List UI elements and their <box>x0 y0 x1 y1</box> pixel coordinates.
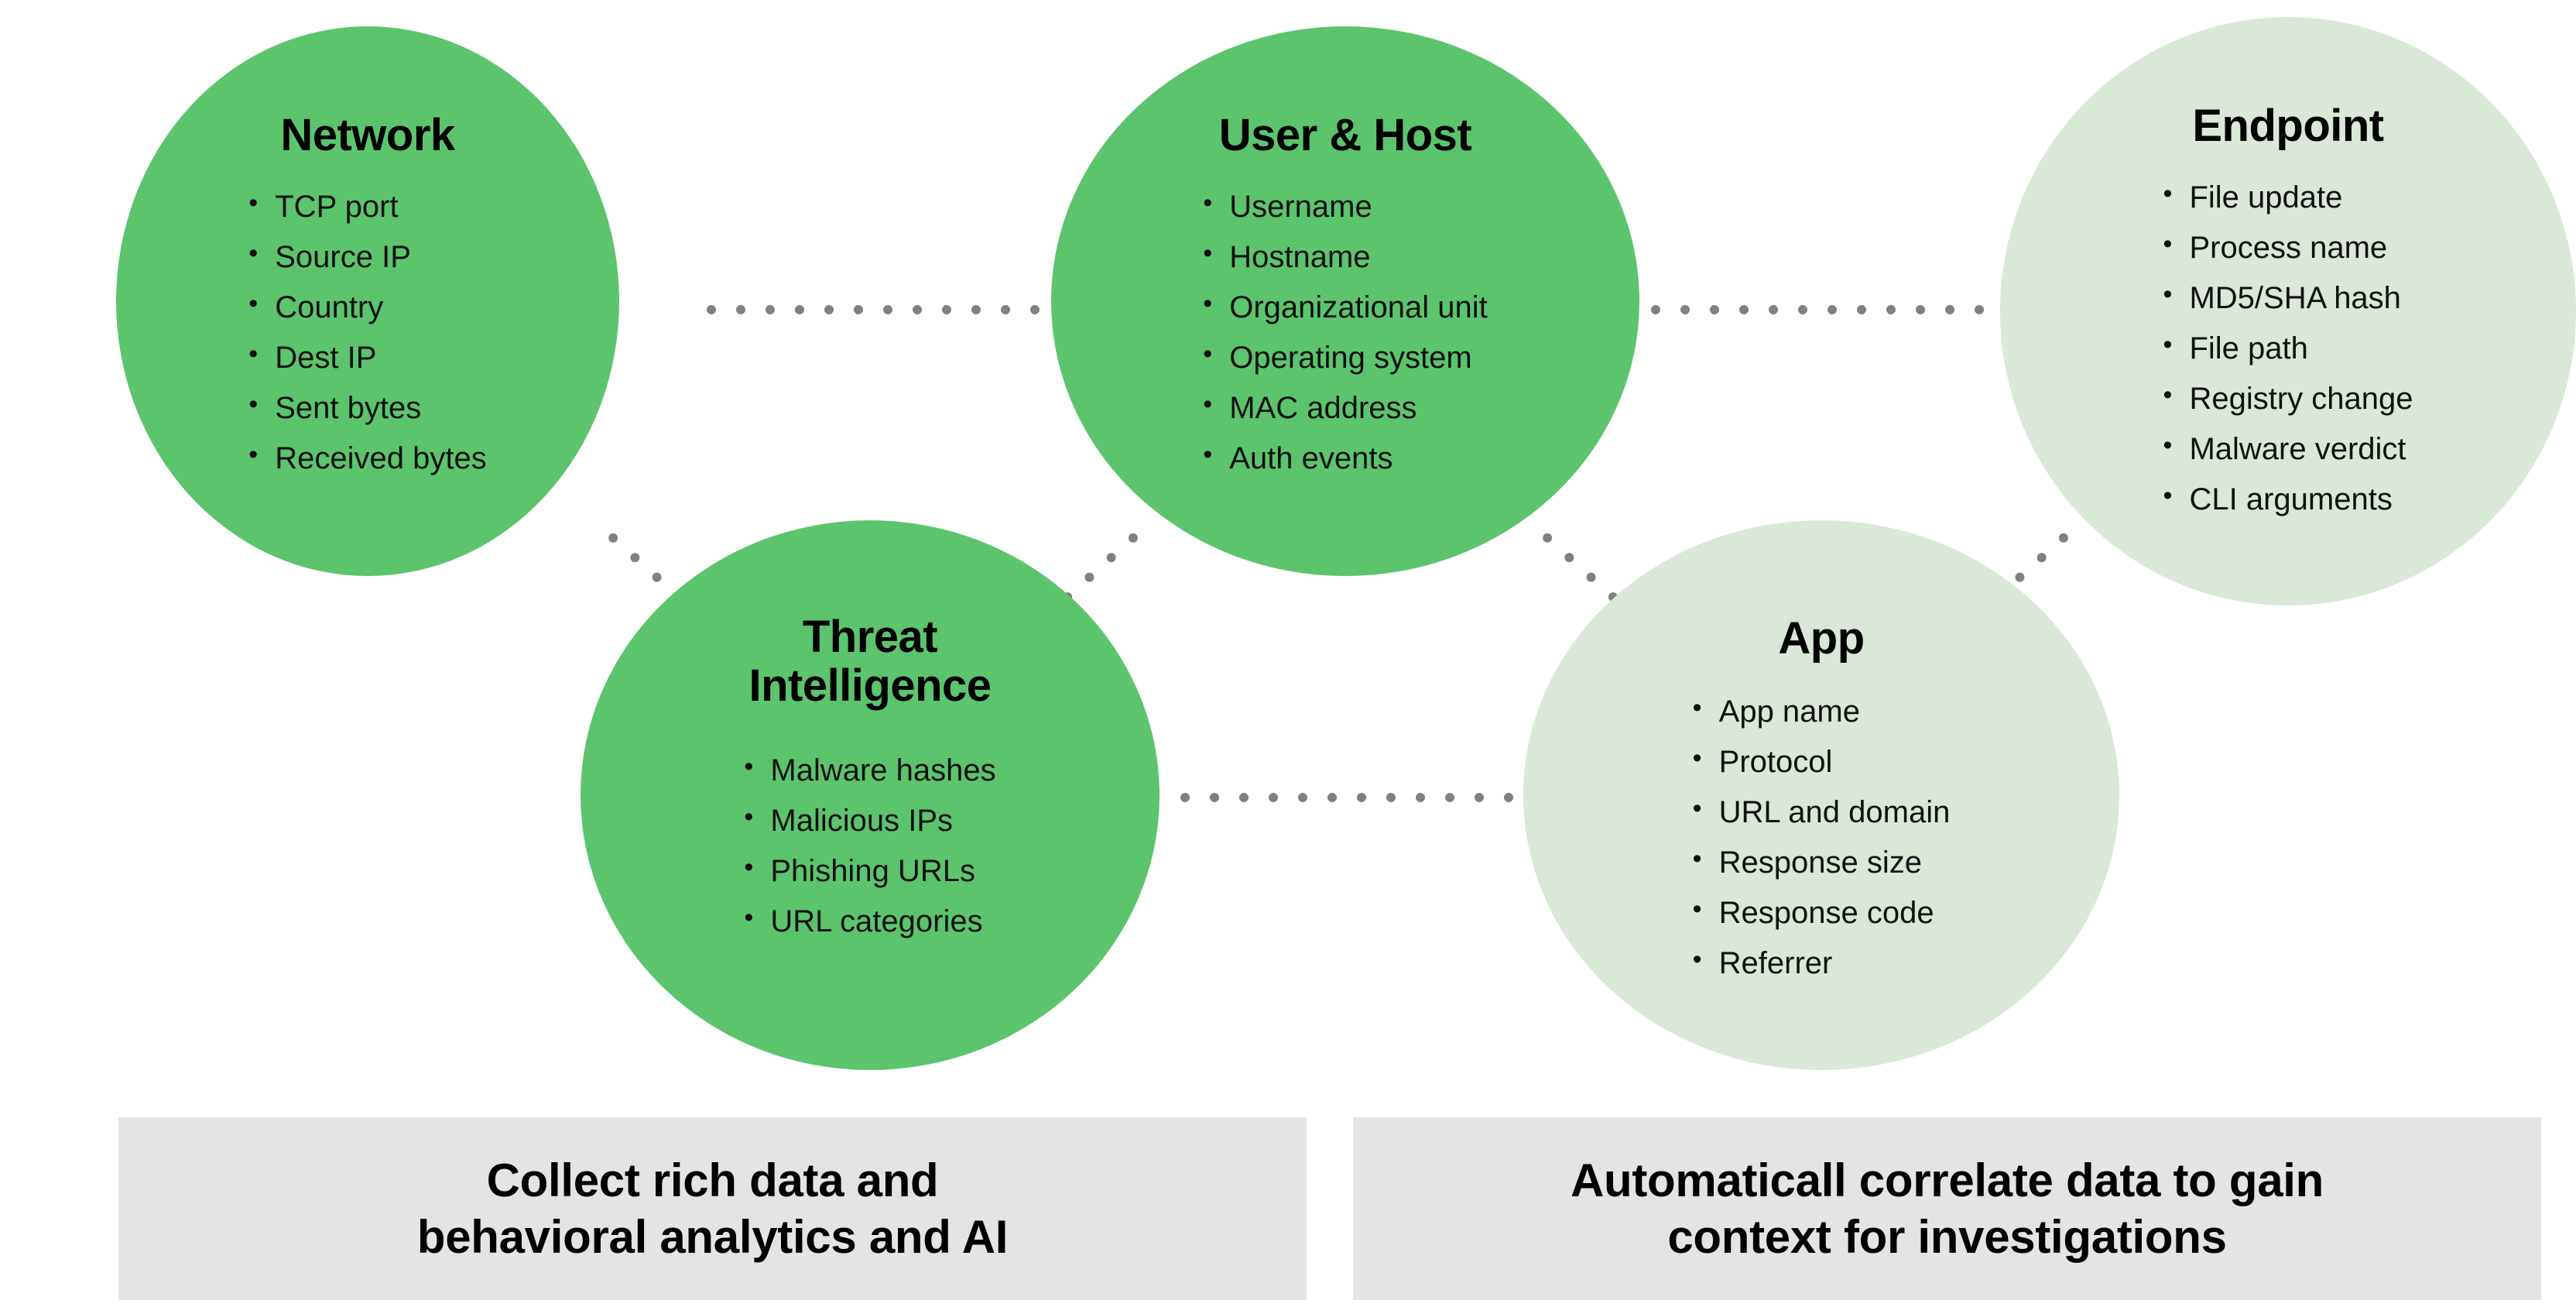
node-network-list: TCP port Source IP Country Dest IP Sent … <box>248 190 486 493</box>
connector-user-host-to-threat-intelligence <box>1060 524 1148 605</box>
node-threat-intelligence-title: Threat Intelligence <box>748 612 992 711</box>
list-item: Malware hashes <box>744 753 995 786</box>
list-item: CLI arguments <box>2163 482 2413 515</box>
node-network-title: Network <box>280 110 455 160</box>
node-threat-intelligence[interactable]: Threat Intelligence Malware hashes Malic… <box>581 520 1160 1070</box>
list-item: Auth events <box>1203 441 1488 474</box>
node-app-title: App <box>1778 613 1865 664</box>
list-item: Referrer <box>1693 946 1951 979</box>
node-endpoint[interactable]: Endpoint File update Process name MD5/SH… <box>2000 17 2576 605</box>
list-item: Phishing URLs <box>744 854 995 887</box>
connector-user-host-to-app <box>1533 524 1621 605</box>
node-endpoint-title: Endpoint <box>2192 101 2384 151</box>
list-item: Registry change <box>2163 382 2413 414</box>
list-item: URL categories <box>744 904 995 937</box>
list-item: Country <box>248 290 486 323</box>
list-item: Response size <box>1693 846 1951 878</box>
connector-network-to-user-host <box>697 305 1049 314</box>
list-item: Received bytes <box>248 441 486 474</box>
node-endpoint-list: File update Process name MD5/SHA hash Fi… <box>2163 180 2413 534</box>
list-item: Dest IP <box>248 341 486 373</box>
list-item: Operating system <box>1203 341 1488 373</box>
list-item: File path <box>2163 331 2413 364</box>
node-network[interactable]: Network TCP port Source IP Country Dest … <box>116 26 619 576</box>
list-item: MD5/SHA hash <box>2163 281 2413 314</box>
list-item: Malware verdict <box>2163 432 2413 465</box>
banner-correlate-text: Automaticall correlate data to gain cont… <box>1570 1154 2324 1263</box>
banner-correlate: Automaticall correlate data to gain cont… <box>1353 1117 2541 1300</box>
list-item: MAC address <box>1203 391 1488 424</box>
list-item: Protocol <box>1693 745 1951 777</box>
list-item: Hostname <box>1203 240 1488 273</box>
connector-network-to-threat-intelligence <box>598 524 687 605</box>
node-user-host[interactable]: User & Host Username Hostname Organizati… <box>1051 26 1639 576</box>
list-item: Malicious IPs <box>744 804 995 836</box>
list-item: Source IP <box>248 240 486 273</box>
banner-collect-text: Collect rich data and behavioral analyti… <box>416 1154 1009 1263</box>
node-user-host-title: User & Host <box>1218 110 1472 160</box>
list-item: TCP port <box>248 190 486 222</box>
node-user-host-list: Username Hostname Organizational unit Op… <box>1203 190 1488 493</box>
list-item: App name <box>1693 695 1951 727</box>
list-item: Username <box>1203 190 1488 222</box>
node-app-list: App name Protocol URL and domain Respons… <box>1693 695 1951 998</box>
node-threat-intelligence-list: Malware hashes Malicious IPs Phishing UR… <box>744 753 995 956</box>
list-item: File update <box>2163 180 2413 213</box>
banner-collect: Collect rich data and behavioral analyti… <box>118 1117 1307 1300</box>
list-item: Sent bytes <box>248 391 486 424</box>
list-item: Process name <box>2163 231 2413 263</box>
list-item: Response code <box>1693 896 1951 928</box>
list-item: Organizational unit <box>1203 290 1488 323</box>
node-app[interactable]: App App name Protocol URL and domain Res… <box>1523 520 2119 1070</box>
connector-user-host-to-endpoint <box>1641 305 1999 314</box>
list-item: URL and domain <box>1693 795 1951 828</box>
connector-threat-intelligence-to-app <box>1170 793 1530 802</box>
